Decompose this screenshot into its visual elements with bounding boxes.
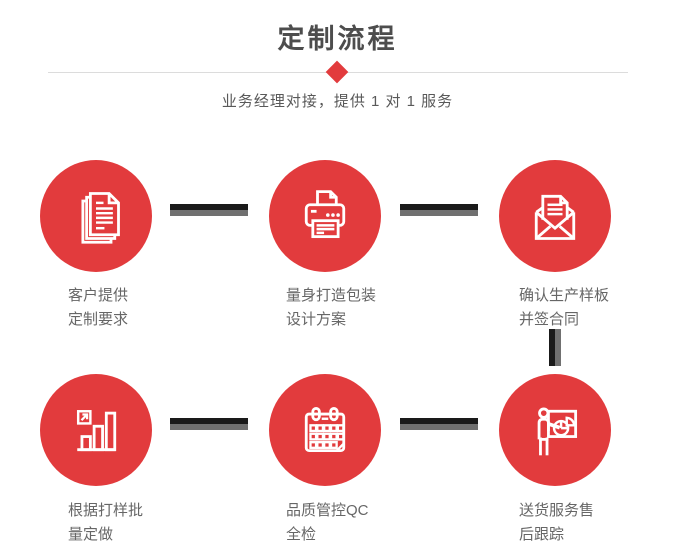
step-circle-5 bbox=[269, 374, 381, 486]
page-title: 定制流程 bbox=[277, 24, 398, 54]
step-label-6: 送货服务售 后跟踪 bbox=[519, 499, 594, 547]
step-label-2-line2: 设计方案 bbox=[286, 311, 347, 328]
step-circle-6 bbox=[499, 374, 611, 486]
step-circle-3 bbox=[499, 160, 611, 272]
step-label-3-line1: 确认生产样板 bbox=[519, 287, 610, 304]
connector-step4-step5 bbox=[170, 418, 248, 430]
connector-step5-step6 bbox=[400, 418, 478, 430]
connector-step3-step6 bbox=[549, 329, 561, 366]
step-label-5: 品质管控QC 全检 bbox=[286, 499, 369, 547]
envelope-icon bbox=[525, 186, 585, 246]
calendar-icon bbox=[295, 400, 355, 460]
step-label-3: 确认生产样板 并签合同 bbox=[519, 284, 609, 332]
step-label-4-line2: 量定做 bbox=[68, 526, 114, 543]
step-circle-2 bbox=[269, 160, 381, 272]
step-label-6-line2: 后跟踪 bbox=[519, 526, 565, 543]
step-label-3-line2: 并签合同 bbox=[519, 311, 580, 328]
step-label-5-line2: 全检 bbox=[286, 526, 317, 543]
step-label-2-line1: 量身打造包装 bbox=[286, 287, 377, 304]
connector-step1-step2 bbox=[170, 204, 248, 216]
step-label-2: 量身打造包装 设计方案 bbox=[286, 284, 376, 332]
printer-icon bbox=[295, 186, 355, 246]
diamond-marker bbox=[325, 60, 349, 84]
documents-icon bbox=[66, 186, 126, 246]
step-label-6-line1: 送货服务售 bbox=[519, 502, 595, 519]
step-label-5-line1: 品质管控QC bbox=[286, 502, 369, 519]
step-label-1-line2: 定制要求 bbox=[68, 311, 129, 328]
step-label-4: 根据打样批 量定做 bbox=[68, 499, 143, 547]
page-subtitle: 业务经理对接，提供 1 对 1 服务 bbox=[221, 93, 454, 110]
connector-step2-step3 bbox=[400, 204, 478, 216]
step-circle-1 bbox=[40, 160, 152, 272]
bar-chart-icon bbox=[66, 400, 126, 460]
step-label-1: 客户提供 定制要求 bbox=[68, 284, 128, 332]
step-circle-4 bbox=[40, 374, 152, 486]
presenter-icon bbox=[525, 400, 585, 460]
step-label-4-line1: 根据打样批 bbox=[68, 502, 144, 519]
step-label-1-line1: 客户提供 bbox=[68, 287, 129, 304]
